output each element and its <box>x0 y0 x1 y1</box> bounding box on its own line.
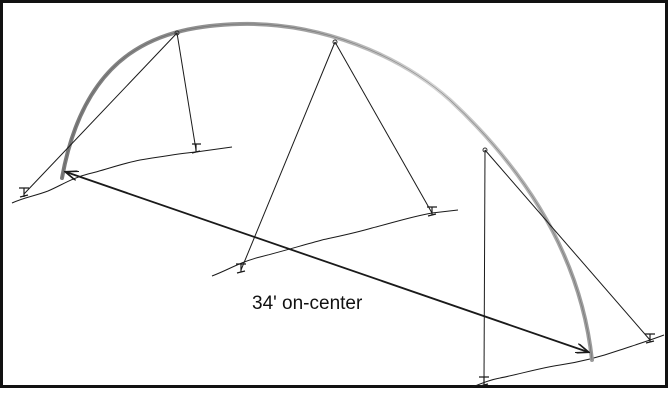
ground-anchor <box>645 333 655 344</box>
brace-wire <box>23 32 178 195</box>
brace-wire <box>176 32 197 151</box>
ground-anchor <box>479 376 489 387</box>
ground-anchor <box>191 143 201 154</box>
ground-anchor <box>19 187 29 198</box>
arch-attachments <box>174 30 488 153</box>
span-dimension-arrow <box>66 172 588 352</box>
span-dimension-label: 34' on-center <box>252 293 363 314</box>
ground-line-right <box>469 334 665 389</box>
